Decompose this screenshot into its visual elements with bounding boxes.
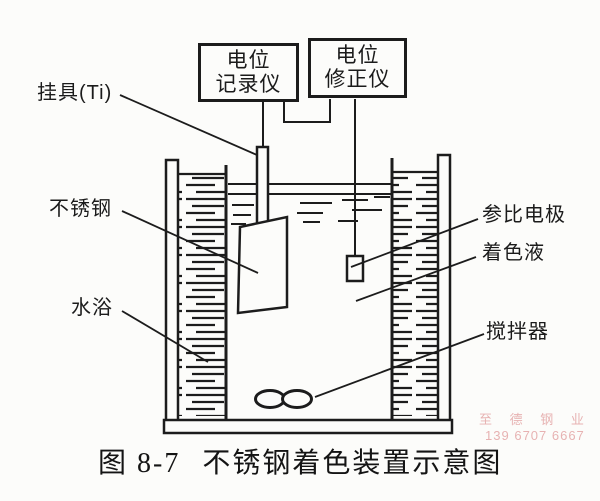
stirrer-blade-right <box>281 389 313 409</box>
water-bath-left <box>179 176 225 416</box>
leader-ref-electrode <box>350 218 479 268</box>
figure-title: 不锈钢着色装置示意图 <box>202 448 503 479</box>
watermark-company: 至 德 钢 业 <box>479 412 591 427</box>
leader-steel <box>121 210 259 274</box>
corrector-label-line1: 电位 <box>335 44 380 68</box>
leader-stirrer <box>314 333 485 398</box>
stirrer-blade-left <box>254 389 286 409</box>
hanger-rod <box>255 145 270 231</box>
liquid-ripple-dashes <box>231 196 390 225</box>
water-bath-right <box>393 174 437 416</box>
label-water-bath: 水浴 <box>71 297 113 319</box>
watermark: 至 德 钢 业 139 6707 6667 <box>479 412 591 445</box>
steel-plate <box>236 215 289 315</box>
figure-caption: 图 8-7 不锈钢着色装置示意图 <box>98 441 502 481</box>
corrector-label-line2: 修正仪 <box>324 68 391 91</box>
potential-recorder-box: 电位 记录仪 <box>198 43 299 102</box>
label-steel: 不锈钢 <box>49 198 112 220</box>
leader-water-bath <box>121 310 209 363</box>
leader-hanger <box>119 94 258 156</box>
outer-wall-left <box>164 158 180 424</box>
label-stirrer: 搅拌器 <box>486 321 549 343</box>
recorder-label-line2: 记录仪 <box>215 72 282 96</box>
reference-electrode <box>345 254 365 283</box>
label-coloring-solution: 着色液 <box>482 242 545 264</box>
figure-number: 图 8-7 <box>98 448 181 479</box>
label-ref-electrode: 参比电极 <box>482 204 566 226</box>
wire-recorder-to-corrector <box>283 99 331 123</box>
watermark-phone: 139 6707 6667 <box>485 428 585 444</box>
tank-bottom <box>162 418 454 435</box>
label-hanger: 挂具(Ti) <box>37 82 113 104</box>
leader-coloring-solution <box>355 256 477 302</box>
potential-corrector-box: 电位 修正仪 <box>308 38 407 98</box>
leader-lines <box>119 94 485 398</box>
outer-wall-right <box>436 153 452 424</box>
recorder-label-line1: 电位 <box>226 48 271 72</box>
